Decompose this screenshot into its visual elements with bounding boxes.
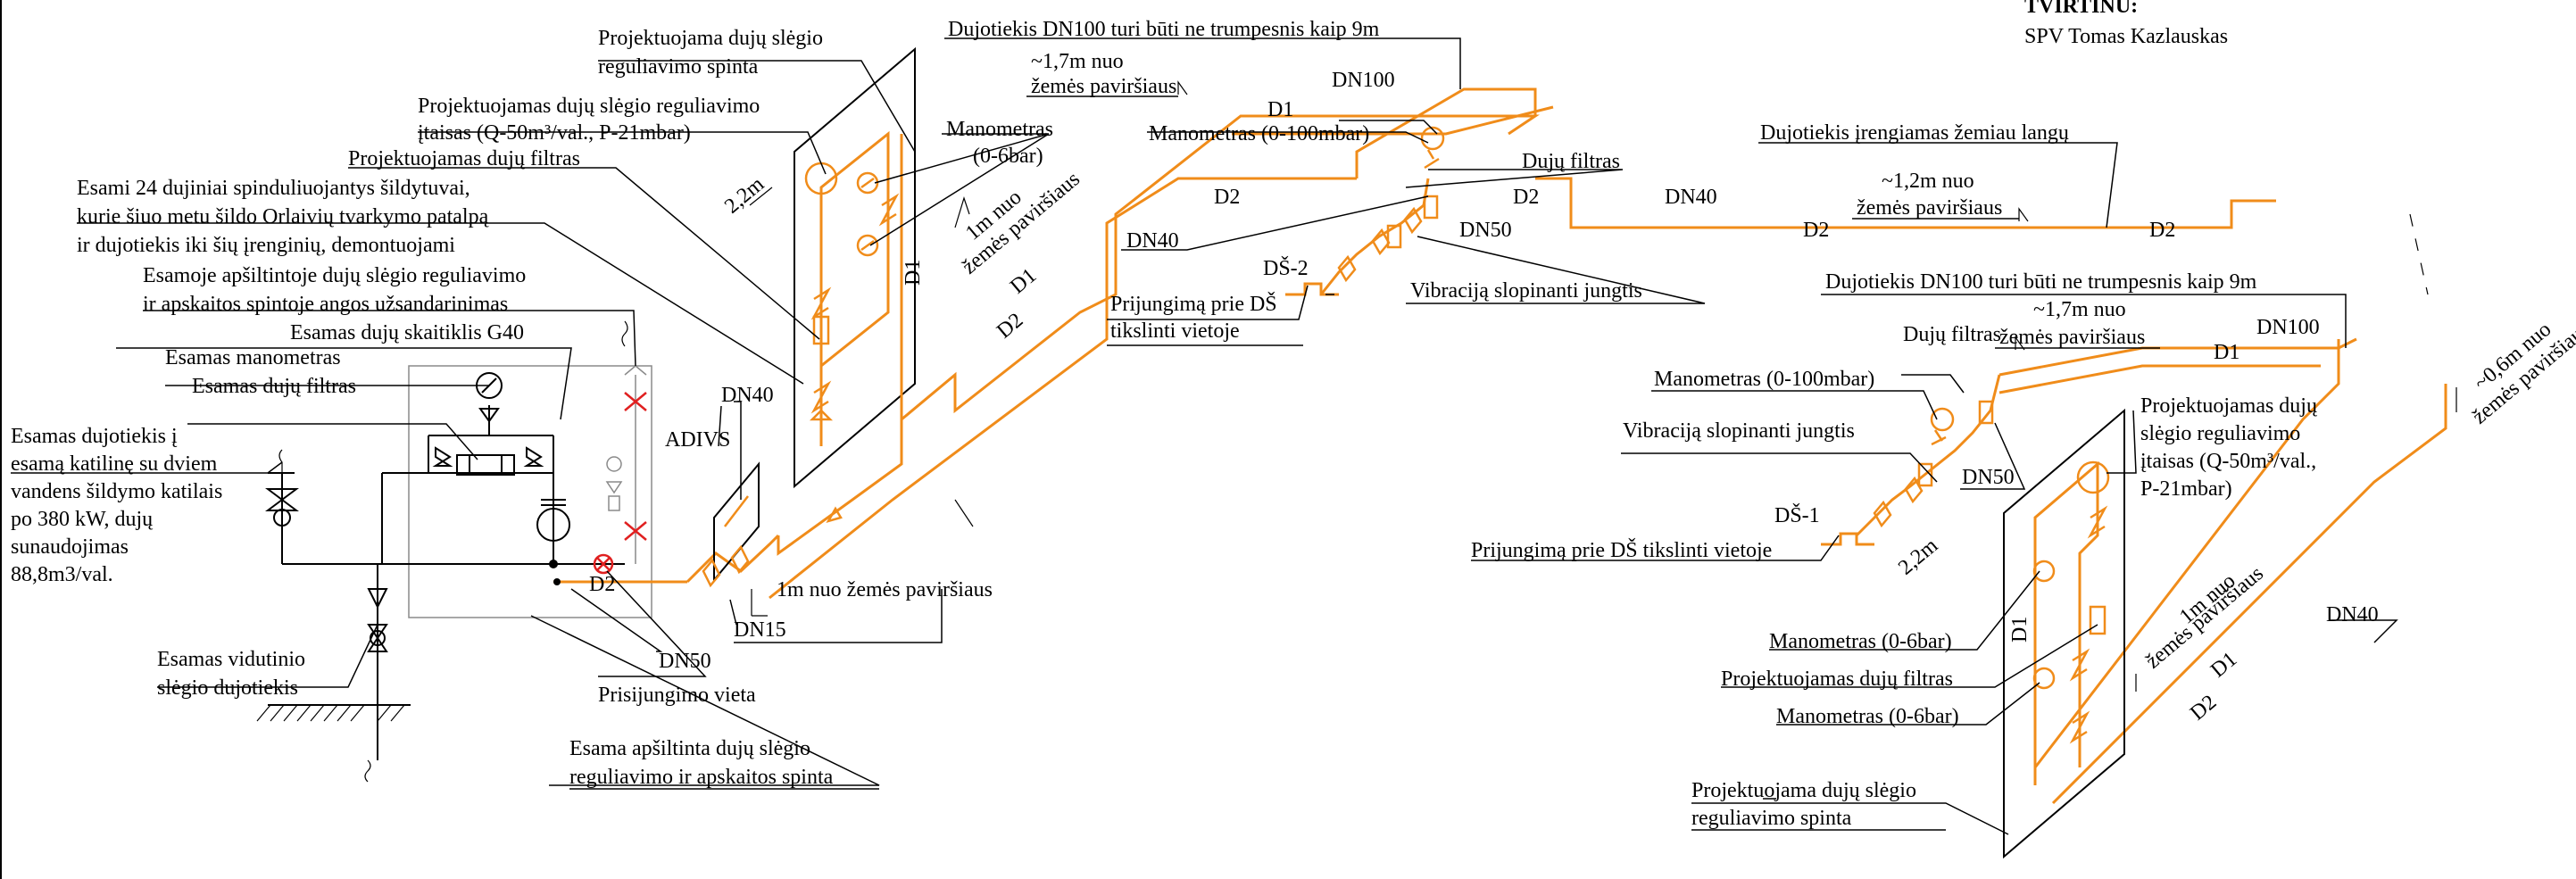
label-filtras-right: Dujų filtras	[1903, 323, 2001, 346]
demolished-pipe	[605, 320, 647, 564]
label-proj-spinta-bottom-1: Projektuojama dujų slėgio	[1691, 779, 1916, 802]
label-esamas-dujotiekis-1: Esamas dujotiekis į	[11, 425, 178, 448]
label-manometras-100-top: Manometras (0-100mbar)	[1149, 122, 1369, 145]
label-depth-12-1: ~1,2m nuo	[1882, 170, 1974, 193]
label-dn50-bottom: DN50	[659, 650, 711, 673]
label-dn100-top: DN100	[1332, 69, 1395, 92]
label-vibracija-top: Vibraciją slopinanti jungtis	[1410, 279, 1642, 303]
label-proj-itaisas-top-1: Projektuojamas dujų slėgio reguliavimo	[418, 95, 760, 118]
label-manometras-right-1: Manometras (0-6bar)	[1769, 630, 1952, 653]
label-manometras-top-2: (0-6bar)	[973, 145, 1043, 168]
label-dn100-len-top: Dujotiekis DN100 turi būti ne trumpesnis…	[948, 18, 1380, 41]
depth-markers	[749, 80, 2457, 692]
label-sildytuvai-3: ir dujotiekis iki šių įrenginių, demontu…	[77, 234, 455, 257]
label-prisijungimo: Prisijungimo vieta	[598, 684, 756, 707]
label-prijungima-ds1: Prijungimą prie DŠ tikslinti vietoje	[1471, 538, 1772, 562]
label-esamas-dujotiekis-2: esamą katilinę su dviem	[11, 452, 218, 476]
label-dn50-mid: DN50	[1459, 219, 1512, 242]
label-vidutinio-1: Esamas vidutinio	[157, 648, 305, 671]
label-d2-left: D2	[589, 573, 615, 596]
label-dn40-far-right: DN40	[2326, 603, 2379, 626]
label-vidutinio-2: slėgio dujotiekis	[157, 676, 298, 700]
label-depth-12-2: žemės paviršiaus	[1857, 196, 2002, 220]
label-dn100-len-bottom: Dujotiekis DN100 turi būti ne trumpesnis…	[1825, 270, 2257, 294]
projected-cabinet-right	[2003, 408, 2125, 859]
label-manometras-top-1: Manometras	[946, 118, 1053, 141]
label-underlines	[569, 95, 2160, 831]
label-proj-itaisas-right-4: P-21mbar)	[2140, 477, 2232, 501]
label-dn40-right: DN40	[1665, 186, 1717, 209]
label-d1-vertical-right: D1	[2008, 617, 2032, 643]
label-d2-diag: D2	[993, 309, 1027, 344]
label-depth-1m-rot-right-2: žemės paviršiaus	[2141, 562, 2268, 674]
label-d1-diag: D1	[1006, 264, 1041, 299]
label-dn40-mid: DN40	[1126, 229, 1179, 253]
label-proj-filtras-right: Projektuojamas dujų filtras	[1721, 668, 1953, 691]
label-proj-spinta-top-1: Projektuojama dujų slėgio	[598, 27, 823, 50]
label-esama-spinta-1: Esama apšiltinta dujų slėgio	[569, 737, 810, 760]
new-pipeline-top	[1114, 87, 2276, 296]
label-esama-spinta-2: reguliavimo ir apskaitos spinta	[569, 766, 834, 789]
label-dn50-right: DN50	[1962, 466, 2015, 489]
label-depth-17-top-1: ~1,7m nuo	[1031, 50, 1124, 73]
label-d2-diag-right: D2	[2186, 691, 2221, 726]
new-pipeline-left	[553, 177, 1357, 600]
label-proj-itaisas-right-1: Projektuojamas dujų	[2140, 394, 2318, 418]
existing-medium-pressure-pipe	[256, 564, 411, 783]
label-dn15: DN15	[734, 618, 786, 642]
label-proj-filtras-top: Projektuojamas dujų filtras	[348, 147, 580, 170]
label-dn40-left: DN40	[721, 384, 774, 407]
label-proj-spinta-bottom-2: reguliavimo spinta	[1691, 807, 1852, 830]
leader-lines	[11, 37, 2398, 835]
label-depth-1m: 1m nuo žemės paviršiaus	[777, 578, 993, 601]
label-ds1: DŠ-1	[1774, 503, 1820, 527]
label-adivs: ADIVS	[665, 428, 730, 452]
label-h22-right: 2,2m	[1894, 534, 1942, 579]
projected-cabinet-top	[794, 46, 916, 489]
label-dn100-bottom: DN100	[2256, 316, 2320, 339]
label-d2-right2: D2	[2149, 219, 2175, 242]
label-sildytuvai-1: Esami 24 dujiniai spinduliuojantys šildy…	[77, 177, 470, 200]
label-zemiau-langu: Dujotiekis įrengiamas žemiau langų	[1760, 121, 2070, 145]
label-proj-spinta-top-2: reguliavimo spinta	[598, 55, 759, 79]
label-d1-top: D1	[1267, 98, 1293, 121]
label-esamas-dujotiekis-6: 88,8m3/val.	[11, 563, 113, 586]
label-manometras-right-2: Manometras (0-6bar)	[1776, 705, 1959, 728]
label-manometras-100-right: Manometras (0-100mbar)	[1654, 368, 1874, 391]
label-d2-right1: D2	[1803, 219, 1829, 242]
label-depth-17-bottom-2: žemės paviršiaus	[1999, 326, 2145, 349]
label-proj-itaisas-top-2: įtaisas (Q-50m³/val., P-21mbar)	[418, 121, 691, 145]
label-proj-itaisas-right-2: slėgio reguliavimo	[2140, 422, 2300, 445]
label-sildytuvai-2: kurie šiuo metu šildo Orlaivių tvarkymo …	[77, 205, 489, 228]
label-esamas-dujotiekis-4: po 380 kW, dujų	[11, 508, 154, 531]
label-d1-diag-right: D1	[2206, 648, 2241, 683]
label-d1-vertical: D1	[902, 260, 925, 286]
label-esamas-manometras: Esamas manometras	[165, 346, 341, 369]
existing-piping	[265, 372, 625, 575]
new-pipeline-right	[1821, 213, 2447, 805]
label-depth-17-bottom-1: ~1,7m nuo	[2033, 298, 2126, 321]
label-esamas-dujotiekis-5: sunaudojimas	[11, 535, 129, 559]
label-prijungima-ds2-2: tikslinti vietoje	[1110, 319, 1240, 343]
label-esamas-filtras: Esamas dujų filtras	[192, 375, 356, 398]
label-esamoje-spintoje-1: Esamoje apšiltintoje dujų slėgio regulia…	[143, 264, 526, 287]
labels: Projektuojama dujų slėgio reguliavimo sp…	[11, 18, 2576, 830]
label-d2-top-right: D2	[1513, 186, 1539, 209]
approval-signer: SPV Tomas Kazlauskas	[2024, 25, 2228, 48]
label-ds2: DŠ-2	[1263, 256, 1309, 280]
label-esamas-skaitiklis: Esamas dujų skaitiklis G40	[290, 321, 524, 344]
label-proj-itaisas-right-3: įtaisas (Q-50m³/val.,	[2140, 450, 2316, 473]
label-depth-17-top-2: žemės paviršiaus	[1031, 75, 1176, 98]
label-esamas-dujotiekis-3: vandens šildymo katilais	[11, 480, 222, 503]
label-h22-left: 2,2m	[720, 172, 769, 218]
label-d1-right: D1	[2214, 341, 2239, 364]
label-vibracija-right: Vibraciją slopinanti jungtis	[1623, 419, 1855, 443]
label-filtras-top: Dujų filtras	[1522, 150, 1620, 173]
label-prijungima-ds2-1: Prijungimą prie DŠ	[1110, 292, 1277, 316]
label-d2-top-mid: D2	[1214, 186, 1240, 209]
approval-title: TVIRTINU:	[2024, 0, 2138, 18]
label-esamoje-spintoje-2: ir apskaitos spintoje angos užsandarinim…	[143, 293, 508, 316]
